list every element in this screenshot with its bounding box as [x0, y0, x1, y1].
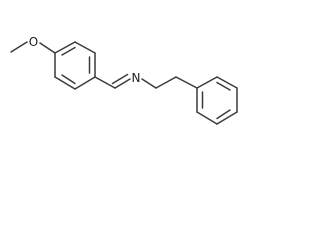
ring2-inner-1 [216, 81, 231, 91]
bond-ch2-ch2 [155, 76, 177, 89]
bond-ring-imine-carbon [94, 76, 116, 89]
ring1-inner-1 [61, 46, 76, 56]
ring2-inner-2 [216, 109, 231, 120]
methoxyphenyl-ring [54, 41, 96, 90]
bond-ch2-phenyl [175, 76, 198, 89]
ring1-inner-3 [61, 74, 76, 85]
ring2-bond-4 [216, 111, 238, 125]
bond-imine-double-1 [114, 78, 131, 89]
phenyl-ring [196, 76, 238, 125]
structure-canvas: O N [10, 35, 238, 125]
ring1-bond-4 [74, 76, 96, 90]
nitrogen-label: N [132, 71, 141, 85]
ring1-bond-1 [54, 41, 76, 54]
bond-nitrogen-ch2 [141, 78, 157, 89]
molecule-structure: O N [10, 35, 238, 125]
ring1-bond-5 [54, 76, 76, 90]
bond-methyl-oxygen [10, 41, 28, 53]
ring2-bond-5 [196, 111, 218, 125]
bond-oxygen-ring [39, 42, 56, 54]
ring2-bond-1 [196, 76, 218, 89]
ring1-bond-2 [74, 41, 96, 54]
oxygen-label: O [29, 35, 38, 49]
ring2-bond-2 [216, 76, 238, 89]
bond-imine-double-2 [111, 73, 129, 85]
